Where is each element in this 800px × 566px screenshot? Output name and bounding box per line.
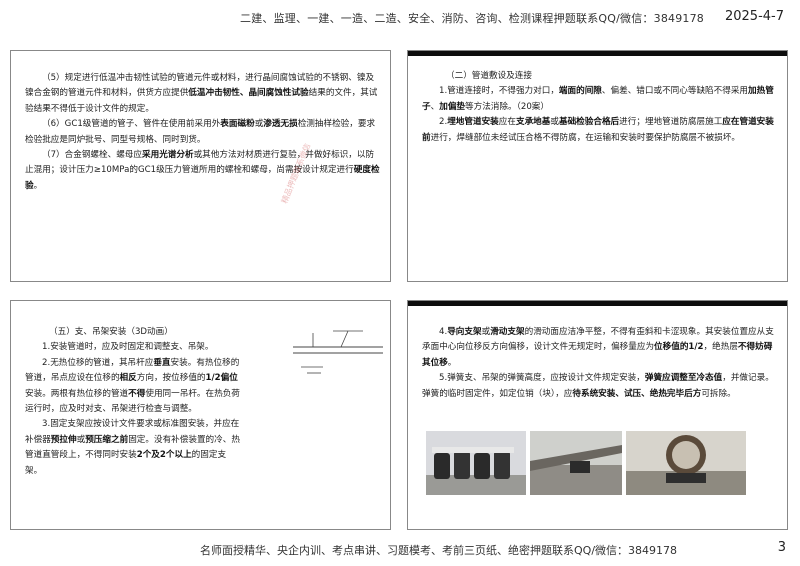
pipe-support-image	[530, 431, 622, 495]
paragraph-1: 1.安装管道时，应及时固定和调整支、吊架。	[42, 342, 214, 353]
text: 检测抽样检验，要求检验批应是同炉批号、同型号规格、同时到货。	[25, 119, 376, 145]
section-title: （五）支、吊架安装（3D动画）	[49, 327, 173, 337]
emphasis: 位移值的1/2	[654, 342, 704, 353]
text: 。	[33, 180, 43, 191]
footer-text: 名师面授精华、央企内训、考点串讲、习题模考、考前三页纸、绝密押题联系QQ/微信：…	[200, 544, 678, 557]
emphasis: 硬度检验	[25, 165, 380, 191]
text: 使用同一吊杆。在热负荷运行时，应及时对支、吊架进行检查与调整。	[25, 388, 240, 415]
text: 安装。有热位移的管道，吊点应设在位移的	[25, 357, 240, 384]
paragraph-4: 4.导向支架或滑动支架的滑动面应洁净平整，不得有歪斜和卡涩现象。其安装位置应从支…	[422, 325, 777, 371]
slide-4: 4.导向支架或滑动支架的滑动面应洁净平整，不得有歪斜和卡涩现象。其安装位置应从支…	[407, 300, 788, 530]
text: 5.弹簧支、吊架的弹簧高度，应按设计文件规定安装，	[439, 373, 645, 384]
emphasis: 相反	[119, 373, 137, 384]
paragraph-5: （5）规定进行低温冲击韧性试验的管道元件或材料，进行晶间腐蚀试验的不锈钢、镍及镍…	[25, 71, 380, 117]
text: 2.无热位移的管道，其吊杆应	[42, 357, 154, 368]
text: ，并做记录。弹簧的临时固定件，如定位销（块），应	[422, 373, 774, 399]
slide-top-bar	[408, 301, 787, 306]
hanger-rod-offset	[340, 330, 349, 348]
slide-2: （二）管道敷设及连接 1.管道连接时，不得强力对口，端面的间隙、偏差、错口或不同…	[407, 50, 788, 282]
paragraph-3: 3.固定支架应按设计文件要求或标准图安装，并应在补偿器预拉伸或预压缩之前固定。没…	[25, 417, 240, 479]
text: 1.管道连接时，不得强力对口，	[439, 86, 559, 97]
text: 等方法消除。（20案）	[465, 101, 549, 112]
emphasis: 1/2偏位	[205, 373, 238, 384]
emphasis: 应在管道安装前	[422, 117, 774, 143]
emphasis: 采用光谱分析	[142, 150, 194, 161]
page-number: 3	[777, 540, 786, 555]
text: 进行；埋地管道防腐层施工	[619, 117, 723, 128]
emphasis: 预拉伸	[50, 434, 77, 445]
sliding-support-photo	[626, 431, 746, 495]
emphasis: 滑动支架	[490, 327, 525, 337]
text: 方向，按位移值的	[136, 373, 206, 384]
slide-3: （五）支、吊架安装（3D动画） 1.安装管道时，应及时固定和调整支、吊架。 2.…	[10, 300, 391, 530]
emphasis: 加偏垫	[439, 101, 466, 112]
text: （7）合金钢螺栓、螺母应	[42, 150, 142, 161]
emphasis: 预压缩之前	[85, 434, 129, 445]
paragraph-2: 2.无热位移的管道，其吊杆应垂直安装。有热位移的管道，吊点应设在位移的相反方向，…	[25, 356, 240, 418]
paragraph-2: 2.埋地管道安装应在支承地基或基础检验合格后进行；埋地管道防腐层施工应在管道安装…	[422, 115, 777, 146]
text: 或	[550, 117, 559, 128]
text: 或	[76, 434, 86, 445]
page-footer: 名师面授精华、央企内训、考点串讲、习题模考、考前三页纸、绝密押题联系QQ/微信：…	[0, 540, 800, 558]
spring-hanger-image	[426, 447, 526, 495]
text: 3.固定支架应按设计文件要求或标准图安装，并应在补偿器	[25, 419, 240, 445]
slide-1-body: （5）规定进行低温冲击韧性试验的管道元件或材料，进行晶间腐蚀试验的不锈钢、镍及镍…	[25, 71, 380, 194]
page-header: 二建、监理、一建、一造、二造、安全、消防、咨询、检测课程押题联系QQ/微信：38…	[0, 9, 800, 26]
emphasis: 渗透无损	[263, 119, 298, 130]
section-title: （二）管道敷设及连接	[446, 71, 532, 81]
emphasis: 表面磁粉	[220, 119, 255, 130]
text: 或	[254, 119, 264, 130]
slide-1: （5）规定进行低温冲击韧性试验的管道元件或材料，进行晶间腐蚀试验的不锈钢、镍及镍…	[10, 50, 391, 282]
text: 固定。没有补偿装置的冷、热管道直管段上，不得同时安装	[25, 434, 240, 461]
emphasis: 待系统安装、试压、绝热完毕后方	[572, 388, 702, 399]
emphasis: 端面的间隙	[558, 86, 602, 97]
text: 结果的文件，其试验结果不得低于设计文件的规定。	[25, 88, 378, 114]
slide-2-body: （二）管道敷设及连接 1.管道连接时，不得强力对口，端面的间隙、偏差、错口或不同…	[422, 69, 777, 146]
emphasis: 垂直	[153, 357, 171, 368]
text: 。	[447, 357, 457, 368]
text: 可拆除。	[701, 388, 736, 399]
paragraph-5: 5.弹簧支、吊架的弹簧高度，应按设计文件规定安装，弹簧应调整至冷态值，并做记录。…	[422, 371, 777, 402]
text: 、偏差、错口或不同心等缺陷不得采用	[601, 86, 749, 97]
text: 2.	[439, 117, 448, 128]
text: ，绝热层	[703, 342, 738, 353]
emphasis: 埋地管道安装	[447, 117, 499, 128]
text: （5）规定进行低温冲击韧性试验的管道元件或材料，进行晶间腐蚀试验的不锈钢、镍及镍…	[25, 73, 375, 99]
header-date: 2025-4-7	[724, 9, 784, 24]
pipe-support-photo	[530, 431, 622, 495]
emphasis: 加热管子	[422, 86, 774, 112]
text: 或其他方法对材质进行复验，并做好标识，以防止混用；设计压力≥10MPa的GC1级…	[25, 150, 375, 176]
emphasis: 基础检验合格后	[558, 117, 620, 128]
text: 的滑动面应洁净平整，不得有歪斜和卡涩现象。其安装位置应从支承面中心向位移反方向偏…	[422, 327, 774, 353]
emphasis: 支承地基	[515, 117, 551, 128]
paragraph-1: 1.管道连接时，不得强力对口，端面的间隙、偏差、错口或不同心等缺陷不得采用加热管…	[422, 84, 777, 115]
emphasis: 不得妨碍其位移	[422, 342, 773, 368]
slide-top-bar	[408, 51, 787, 56]
paragraph-6: （6）GC1级管道的管子、管件在使用前采用外表面磁粉或渗透无损检测抽样检验，要求…	[25, 117, 380, 148]
emphasis: 不得	[128, 388, 146, 399]
spring-hanger-photo	[426, 431, 526, 495]
text: 或	[481, 327, 491, 337]
emphasis: 低温冲击韧性、晶间腐蚀性试验	[188, 88, 309, 99]
hanger-diagram	[293, 330, 383, 374]
slide-3-body: （五）支、吊架安装（3D动画） 1.安装管道时，应及时固定和调整支、吊架。 2.…	[25, 325, 240, 479]
text: 应在	[498, 117, 516, 128]
emphasis: 2个及2个以上	[136, 450, 192, 461]
emphasis: 导向支架	[447, 327, 482, 337]
text: 的固定支架。	[25, 450, 227, 476]
text: 进行，焊缝部位未经试压合格不得防腐，在运输和安装时要保护防腐层不被损坏。	[430, 132, 740, 143]
text: 4.	[439, 327, 448, 337]
text: 、	[430, 101, 440, 112]
slide-4-body: 4.导向支架或滑动支架的滑动面应洁净平整，不得有歪斜和卡涩现象。其安装位置应从支…	[422, 325, 777, 402]
sliding-support-image	[626, 431, 746, 495]
text: 安装。两根有热位移的管道	[25, 388, 129, 399]
text: （6）GC1级管道的管子、管件在使用前采用外	[42, 119, 221, 130]
emphasis: 弹簧应调整至冷态值	[644, 373, 723, 384]
paragraph-7: （7）合金钢螺栓、螺母应采用光谱分析或其他方法对材质进行复验，并做好标识，以防止…	[25, 148, 380, 194]
header-text: 二建、监理、一建、一造、二造、安全、消防、咨询、检测课程押题联系QQ/微信：38…	[240, 12, 705, 25]
